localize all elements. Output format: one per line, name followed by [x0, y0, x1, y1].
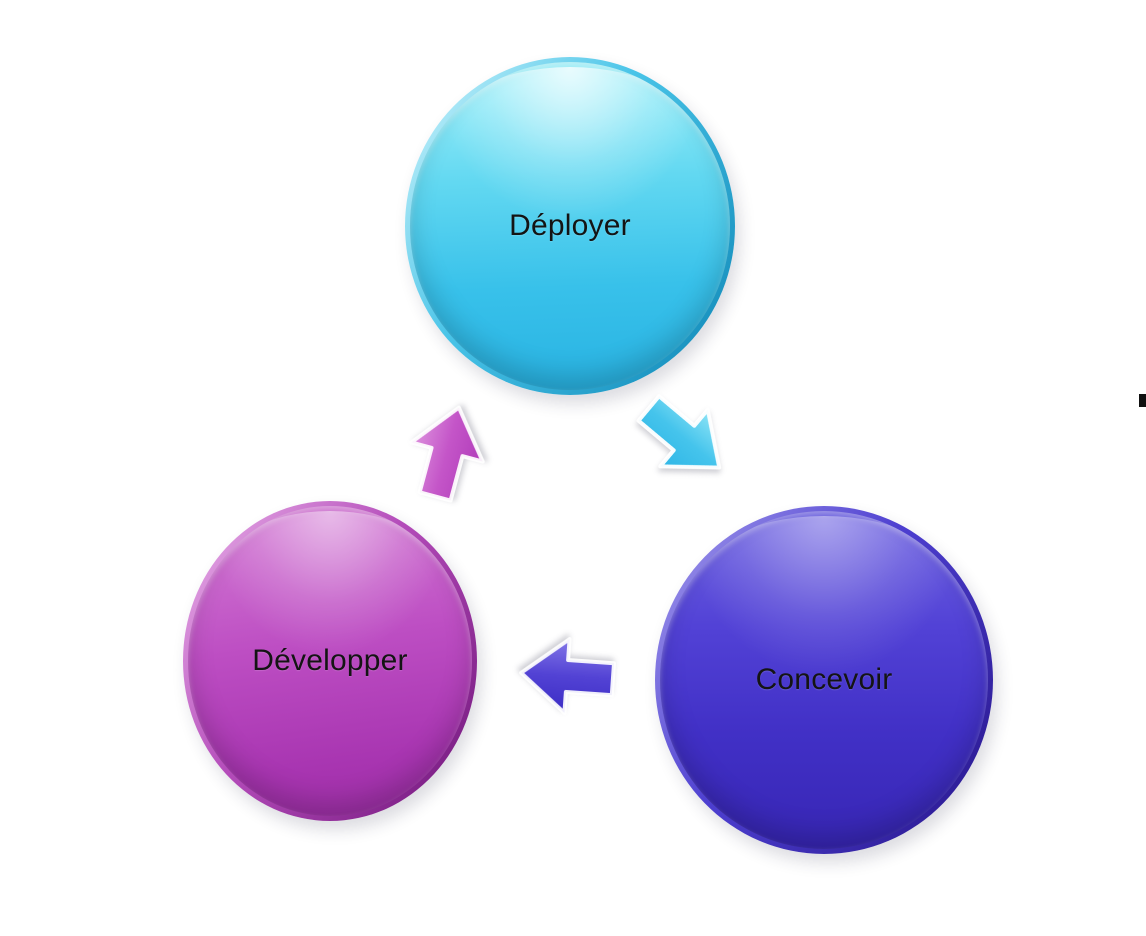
arrow-concevoir-to-developper	[514, 628, 620, 725]
node-concevoir-label: Concevoir	[755, 663, 893, 696]
node-deployer-face: Déployer	[410, 62, 730, 390]
node-developper-label: Développer	[252, 644, 408, 677]
node-developper-face: Développer	[188, 506, 472, 816]
arrow-deployer-to-concevoir	[617, 371, 751, 504]
arrow-developper-to-deployer	[391, 392, 504, 512]
node-deployer-label: Déployer	[509, 209, 631, 242]
block-arrow-icon	[636, 394, 722, 470]
block-arrow-icon	[409, 405, 485, 503]
block-arrow-icon	[519, 637, 617, 715]
node-developper: Développer	[183, 501, 477, 821]
node-concevoir: Concevoir	[655, 506, 993, 854]
node-deployer: Déployer	[405, 57, 735, 395]
edge-artifact	[1139, 394, 1146, 407]
node-concevoir-face: Concevoir	[660, 511, 988, 849]
